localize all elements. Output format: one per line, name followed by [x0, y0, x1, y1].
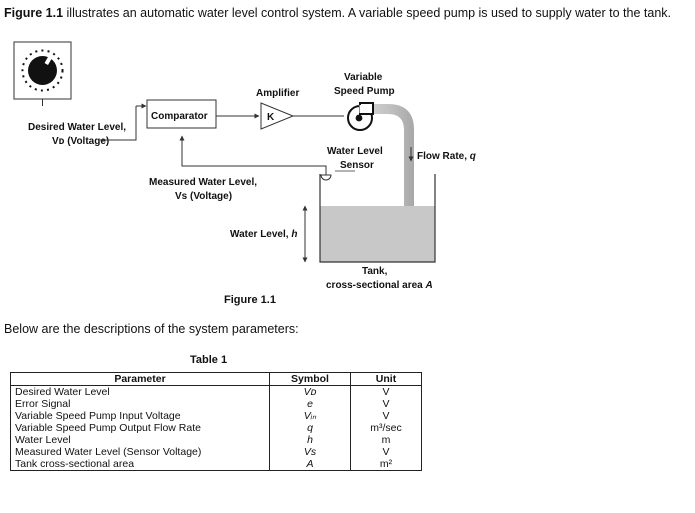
sensor-label-1: Water Level: [327, 146, 383, 157]
level-sensor-icon: [320, 170, 332, 181]
table-row: Error Signal e V: [10, 398, 422, 410]
unit-cell: m²: [350, 458, 422, 471]
table-row: Measured Water Level (Sensor Voltage) Vs…: [10, 446, 422, 458]
desired-level-signal-line: [100, 106, 137, 141]
amplifier-label: Amplifier: [256, 88, 299, 99]
intro-rest: illustrates an automatic water level con…: [63, 6, 671, 20]
table-row: Variable Speed Pump Input Voltage Vᵢₙ V: [10, 410, 422, 422]
symbol-cell: q: [269, 422, 351, 434]
water-level-label: Water Level, h: [230, 229, 297, 240]
header-parameter: Parameter: [10, 372, 270, 386]
header-unit: Unit: [350, 372, 422, 386]
symbol-cell: Vᴅ: [269, 385, 351, 398]
table-row: Desired Water Level Vᴅ V: [10, 385, 422, 398]
tank-label-1: Tank,: [362, 266, 388, 277]
measured-level-label-1: Measured Water Level,: [149, 177, 257, 188]
amplifier-gain: K: [267, 112, 275, 123]
table-header-row: Parameter Symbol Unit: [10, 372, 422, 386]
unit-cell: V: [350, 410, 422, 422]
table-row: Variable Speed Pump Output Flow Rate q m…: [10, 422, 422, 434]
table-row: Tank cross-sectional area A m²: [10, 458, 422, 471]
unit-cell: V: [350, 385, 422, 398]
symbol-cell: h: [269, 434, 351, 446]
symbol-cell: e: [269, 398, 351, 410]
unit-cell: V: [350, 446, 422, 458]
param-cell: Water Level: [10, 434, 270, 446]
flow-rate-label: Flow Rate, q: [417, 151, 476, 162]
param-cell: Measured Water Level (Sensor Voltage): [10, 446, 270, 458]
param-cell: Variable Speed Pump Output Flow Rate: [10, 422, 270, 434]
intro-figure-ref: Figure 1.1: [4, 6, 64, 20]
desired-level-label-1: Desired Water Level,: [28, 122, 126, 133]
unit-cell: m³/sec: [350, 422, 422, 434]
unit-cell: V: [350, 398, 422, 410]
param-cell: Error Signal: [10, 398, 270, 410]
parameters-table: Parameter Symbol Unit Desired Water Leve…: [10, 372, 422, 471]
pump-icon: [347, 102, 374, 131]
table-row: Water Level h m: [10, 434, 422, 446]
pump-outlet-pipe: [372, 104, 414, 208]
amplifier-block: [260, 102, 295, 130]
parameters-description: Below are the descriptions of the system…: [4, 322, 299, 336]
table-title: Table 1: [190, 354, 228, 366]
pump-label-1: Variable: [344, 72, 383, 83]
header-symbol: Symbol: [269, 372, 351, 386]
water-tank: [319, 174, 436, 263]
pump-label-2: Speed Pump: [334, 86, 395, 97]
figure-caption: Figure 1.1: [224, 294, 276, 306]
symbol-cell: Vᵢₙ: [269, 410, 351, 422]
sensor-label-2: Sensor: [340, 160, 374, 171]
param-cell: Desired Water Level: [10, 385, 270, 398]
feedback-signal-line: [179, 135, 327, 170]
symbol-cell: A: [269, 458, 351, 471]
setpoint-dial-icon: [13, 41, 72, 100]
comparator-block: [146, 99, 217, 129]
symbol-cell: Vs: [269, 446, 351, 458]
param-cell: Tank cross-sectional area: [10, 458, 270, 471]
measured-level-label-2: Vs (Voltage): [175, 191, 232, 202]
comparator-label: Comparator: [151, 111, 208, 122]
unit-cell: m: [350, 434, 422, 446]
intro-text: Figure 1.1 illustrates an automatic wate…: [4, 6, 671, 20]
control-system-diagram: Desired Water Level, Vᴅ (Voltage) Compar…: [13, 41, 476, 291]
tank-label-2: cross-sectional area A: [326, 280, 433, 291]
desired-level-label-2: Vᴅ (Voltage): [52, 136, 109, 147]
param-cell: Variable Speed Pump Input Voltage: [10, 410, 270, 422]
